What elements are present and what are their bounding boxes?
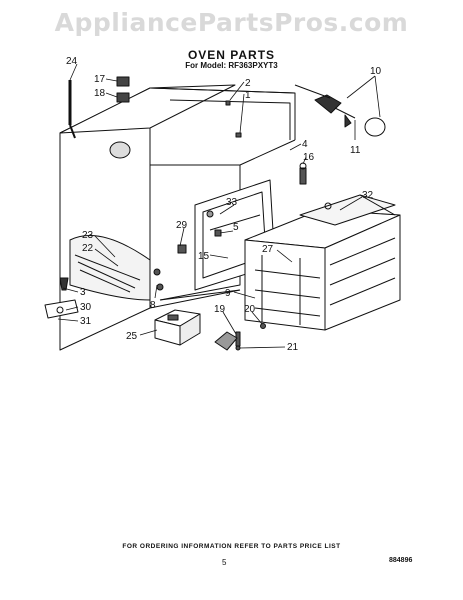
callout-15: 15	[198, 251, 210, 262]
callout-leaders	[57, 63, 381, 349]
ordering-footer: FOR ORDERING INFORMATION REFER TO PARTS …	[122, 543, 341, 550]
callout-23: 23	[82, 230, 94, 241]
wire-harness	[68, 80, 76, 139]
oven-liner-cavity	[244, 209, 401, 331]
callout-4: 4	[302, 139, 308, 150]
callout-30: 30	[80, 302, 92, 313]
callout-32: 32	[362, 190, 374, 201]
callout-17: 17	[94, 74, 106, 85]
callout-18: 18	[94, 88, 106, 99]
callout-9: 9	[225, 288, 231, 299]
callout-3: 3	[80, 287, 86, 298]
small-hardware	[44, 100, 307, 351]
thermostat-assembly	[294, 84, 386, 137]
callout-24: 24	[66, 56, 78, 67]
callout-29: 29	[176, 220, 188, 231]
callout-5: 5	[233, 222, 239, 233]
callout-31: 31	[80, 316, 92, 327]
callout-10: 10	[370, 66, 382, 77]
diagram-title: OVEN PARTS	[187, 48, 276, 62]
model-subtitle: For Model: RF363PXYT3	[185, 61, 278, 70]
insulation-wrap	[299, 194, 396, 226]
callout-21: 21	[287, 342, 299, 353]
callout-20: 20	[244, 304, 256, 315]
callout-27: 27	[262, 244, 274, 255]
watermark-logo: AppliancePartsPros.com	[54, 8, 409, 37]
callout-22: 22	[82, 243, 94, 254]
callout-16: 16	[303, 152, 315, 163]
junction-box	[154, 309, 201, 346]
callout-2: 2	[245, 78, 251, 89]
callout-8: 8	[150, 300, 156, 311]
callout-33: 33	[226, 197, 238, 208]
callout-1: 1	[245, 90, 251, 101]
terminal-blocks	[116, 76, 130, 103]
callout-25: 25	[126, 331, 138, 342]
callout-numbers: 24 17 18 2 1 10 11 4 16 32 33 29 5 15 27…	[66, 56, 382, 353]
document-code: 884896	[389, 557, 413, 564]
cabinet-back-frame	[109, 87, 296, 309]
callout-19: 19	[214, 304, 226, 315]
page-number: 5	[222, 558, 227, 567]
callout-11: 11	[350, 145, 361, 156]
